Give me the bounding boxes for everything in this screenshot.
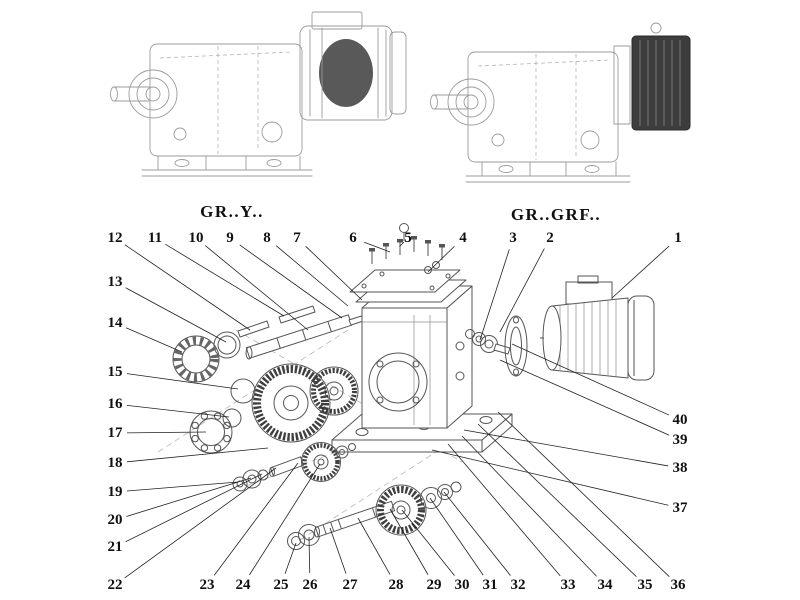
part-number-10: 10 bbox=[189, 230, 204, 246]
part-number-26: 26 bbox=[303, 577, 319, 593]
leader-line-39 bbox=[499, 359, 670, 436]
part-number-11: 11 bbox=[148, 230, 162, 246]
leader-line-16 bbox=[126, 404, 230, 418]
part-number-24: 24 bbox=[236, 577, 252, 593]
input-shaft-parts bbox=[172, 305, 366, 454]
leader-line-1 bbox=[611, 245, 670, 299]
part-number-22: 22 bbox=[108, 577, 123, 593]
part-number-19: 19 bbox=[108, 484, 123, 500]
output-gear-cluster bbox=[232, 442, 356, 492]
leader-line-13 bbox=[125, 287, 227, 343]
leader-line-6 bbox=[364, 241, 391, 253]
part-number-36: 36 bbox=[671, 577, 687, 593]
leader-line-2 bbox=[499, 248, 545, 333]
input-cover-shading bbox=[631, 35, 691, 131]
part-number-15: 15 bbox=[108, 364, 123, 380]
part-number-12: 12 bbox=[108, 230, 123, 246]
part-number-40: 40 bbox=[673, 412, 688, 428]
leader-line-27 bbox=[329, 527, 347, 574]
leader-line-15 bbox=[126, 373, 239, 390]
part-number-25: 25 bbox=[274, 577, 289, 593]
leader-line-37 bbox=[431, 449, 669, 506]
part-number-1: 1 bbox=[674, 230, 682, 246]
leader-line-18 bbox=[126, 447, 269, 463]
output-shaft-assembly bbox=[287, 481, 462, 550]
leader-line-35 bbox=[477, 423, 637, 577]
leader-line-30 bbox=[401, 509, 455, 576]
part-number-23: 23 bbox=[200, 577, 215, 593]
part-number-38: 38 bbox=[673, 460, 688, 476]
part-number-3: 3 bbox=[509, 230, 517, 246]
leader-line-29 bbox=[389, 508, 429, 575]
part-number-21: 21 bbox=[108, 539, 123, 555]
leader-line-14 bbox=[125, 327, 183, 353]
leader-line-21 bbox=[125, 473, 263, 543]
variant-label-gr-y: GR..Y.. bbox=[200, 202, 264, 221]
part-number-5: 5 bbox=[404, 230, 412, 246]
leader-lines bbox=[124, 241, 670, 579]
part-number-37: 37 bbox=[673, 500, 689, 516]
leader-line-8 bbox=[275, 245, 349, 307]
top-cover-and-bolts bbox=[349, 223, 467, 303]
leader-line-36 bbox=[497, 411, 670, 577]
part-number-4: 4 bbox=[459, 230, 467, 246]
part-number-17: 17 bbox=[108, 425, 124, 441]
leader-line-40 bbox=[511, 343, 670, 416]
leader-line-25 bbox=[284, 542, 297, 574]
leader-line-28 bbox=[357, 517, 391, 575]
leader-line-5 bbox=[399, 241, 405, 247]
leader-line-23 bbox=[213, 462, 299, 576]
part-number-14: 14 bbox=[108, 315, 124, 331]
assembled-gearbox-illustration bbox=[430, 22, 691, 183]
part-number-20: 20 bbox=[108, 512, 123, 528]
intermediate-gears bbox=[251, 363, 359, 443]
electric-motor bbox=[540, 275, 655, 381]
variant-label-gr-grf: GR..GRF.. bbox=[510, 205, 602, 224]
part-number-18: 18 bbox=[108, 455, 123, 471]
leader-line-20 bbox=[126, 477, 252, 517]
exploded-view bbox=[157, 223, 655, 550]
part-number-9: 9 bbox=[226, 230, 234, 246]
part-number-6: 6 bbox=[349, 230, 357, 246]
leader-line-9 bbox=[239, 244, 343, 319]
leader-line-32 bbox=[443, 491, 511, 576]
part-number-30: 30 bbox=[455, 577, 470, 593]
input-flange-parts bbox=[465, 315, 528, 377]
leader-line-34 bbox=[461, 435, 597, 577]
leader-line-7 bbox=[305, 245, 363, 301]
assembled-gearmotor-illustration bbox=[110, 11, 407, 177]
part-number-34: 34 bbox=[598, 577, 614, 593]
leader-line-19 bbox=[126, 481, 239, 492]
leader-line-12 bbox=[124, 244, 251, 331]
leader-line-11 bbox=[165, 243, 285, 317]
part-number-31: 31 bbox=[483, 577, 498, 593]
part-number-16: 16 bbox=[108, 396, 124, 412]
gear-housing bbox=[331, 285, 513, 453]
leader-line-33 bbox=[447, 443, 561, 577]
leader-line-38 bbox=[463, 429, 669, 467]
leader-line-10 bbox=[205, 245, 309, 331]
part-number-13: 13 bbox=[108, 274, 123, 290]
leader-line-4 bbox=[427, 246, 455, 273]
part-number-35: 35 bbox=[638, 577, 653, 593]
part-number-28: 28 bbox=[389, 577, 404, 593]
leader-line-31 bbox=[429, 497, 484, 576]
leader-line-26 bbox=[308, 536, 311, 574]
part-number-29: 29 bbox=[427, 577, 442, 593]
part-number-27: 27 bbox=[343, 577, 359, 593]
part-number-32: 32 bbox=[511, 577, 526, 593]
leader-line-24 bbox=[249, 463, 321, 576]
leader-line-3 bbox=[479, 249, 510, 341]
leader-line-22 bbox=[124, 467, 277, 579]
motor-body-shading bbox=[319, 39, 373, 107]
part-number-7: 7 bbox=[293, 230, 301, 246]
part-number-8: 8 bbox=[263, 230, 271, 246]
part-number-33: 33 bbox=[561, 577, 576, 593]
part-number-2: 2 bbox=[546, 230, 554, 246]
leader-line-17 bbox=[126, 431, 207, 434]
part-number-39: 39 bbox=[673, 432, 688, 448]
